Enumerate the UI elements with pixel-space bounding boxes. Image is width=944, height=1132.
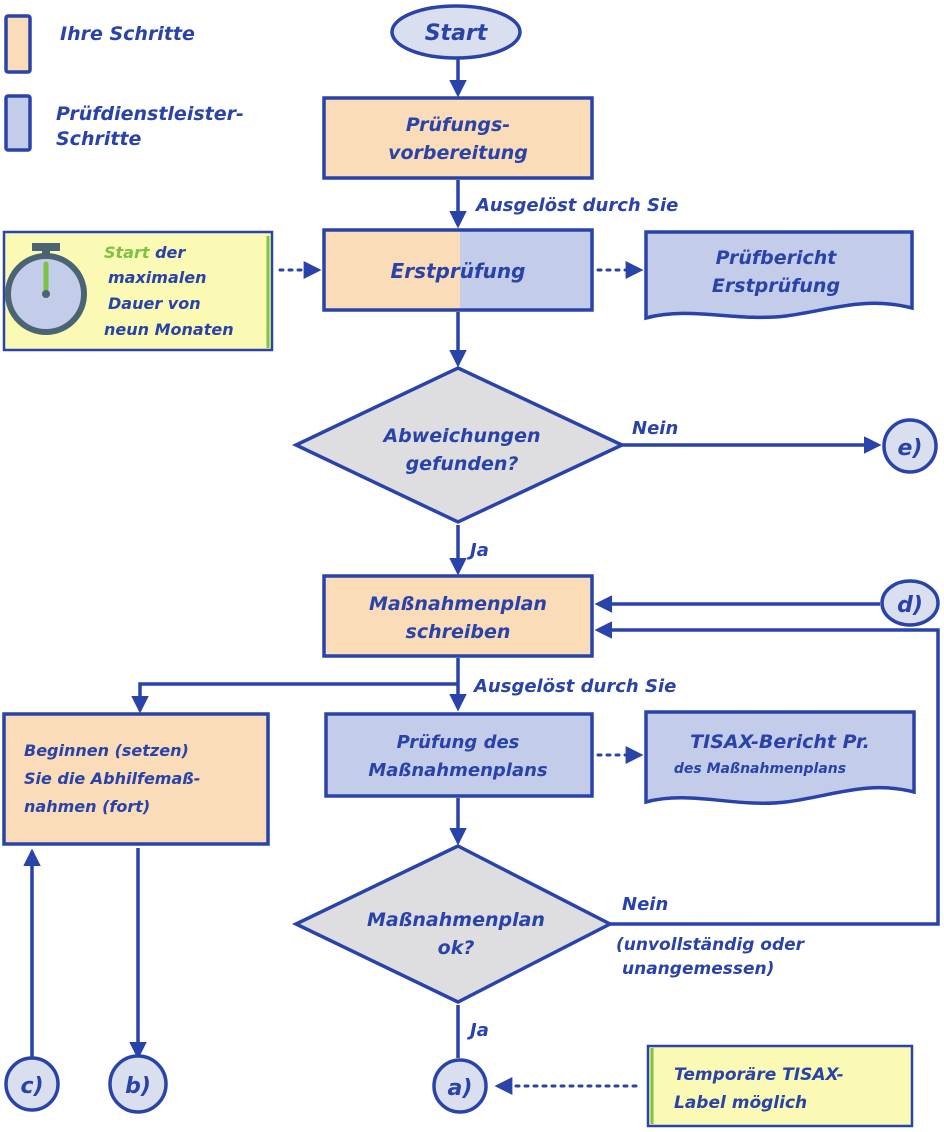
node-plan-ok-decision: Maßnahmenplan ok? <box>291 844 614 1004</box>
preparation-label-line2: vorbereitung <box>388 142 528 164</box>
edge-plan-remedy <box>131 682 458 714</box>
timer-note-line1: Start der <box>104 243 186 262</box>
connector-b: b) <box>108 1054 168 1114</box>
connector-a-label: a) <box>448 1076 473 1101</box>
preparation-box <box>322 96 594 180</box>
connector-e: e) <box>882 418 938 474</box>
edge-label-no-2: Nein <box>622 894 668 915</box>
plan-report-label-line2: des Maßnahmenplans <box>674 761 846 777</box>
plan-report-shape <box>644 710 916 806</box>
plan-review-label-line2: Maßnahmenplans <box>368 760 548 781</box>
node-temp-label-note: Temporäre TISAX- Label möglich <box>646 1044 914 1128</box>
node-deviation-decision: Abweichungen gefunden? <box>291 366 627 524</box>
connector-d: d) <box>880 579 940 627</box>
edge-label-triggered-1: Ausgelöst durch Sie <box>474 195 678 216</box>
initial-audit-border <box>322 228 594 312</box>
node-initial-report: Prüfbericht Erstprüfung <box>644 230 914 321</box>
plan-ok-decision-shape <box>291 844 614 1004</box>
temp-label-note-box <box>646 1044 914 1128</box>
timer-note-line2: maximalen <box>108 268 206 287</box>
deviation-decision-line1: Abweichungen <box>381 425 540 447</box>
initial-report-label-line1: Prüfbericht <box>716 247 838 269</box>
timer-note-start-word: Start <box>104 243 151 262</box>
timer-note-line4: neun Monaten <box>104 320 234 339</box>
legend-provider-label-line1: Prüfdienstleister- <box>56 103 244 125</box>
edge-label-no-2-note-2: unangemessen) <box>622 959 774 979</box>
legend-provider-swatch <box>4 94 32 152</box>
timer-note-line3: Dauer von <box>108 294 201 313</box>
edge-label-yes-1: Ja <box>467 540 489 561</box>
initial-report-shape <box>644 230 914 321</box>
remedy-label-line3: nahmen (fort) <box>24 797 150 816</box>
plan-report-label-line1: TISAX-Bericht Pr. <box>690 731 870 753</box>
edge-label-triggered-2: Ausgelöst durch Sie <box>472 676 676 697</box>
connector-e-label: e) <box>898 436 923 461</box>
legend-own-label: Ihre Schritte <box>60 23 195 45</box>
connector-b-label: b) <box>125 1074 151 1099</box>
start-label: Start <box>425 21 489 46</box>
remedy-label-line1: Beginnen (setzen) <box>24 741 189 760</box>
timer-note-der-word: der <box>150 243 187 262</box>
connector-c-label: c) <box>20 1074 43 1099</box>
plan-ok-decision-line2: ok? <box>438 937 475 959</box>
initial-audit-own-half <box>324 230 460 310</box>
plan-review-box <box>324 712 594 798</box>
temp-label-line2: Label möglich <box>674 1093 807 1113</box>
legend-own-swatch <box>4 14 32 74</box>
start-shape <box>390 4 522 60</box>
deviation-decision-line2: gefunden? <box>406 453 519 475</box>
edge-label-yes-2: Ja <box>467 1020 489 1041</box>
plan-review-label-line1: Prüfung des <box>397 732 520 753</box>
connector-a: a) <box>432 1058 488 1114</box>
deviation-decision-shape <box>291 366 627 524</box>
edges: Ausgelöst durch Sie Nein Ja Ausgelöst du… <box>23 58 940 1095</box>
node-remedy: Beginnen (setzen) Sie die Abhilfemaß- na… <box>2 712 270 846</box>
edge-label-no-2-note-1: (unvollständig oder <box>616 935 806 955</box>
connector-c: c) <box>4 1056 60 1112</box>
initial-report-label-line2: Erstprüfung <box>712 275 840 297</box>
legend: Ihre Schritte Prüfdienstleister- Schritt… <box>4 14 244 152</box>
legend-provider-label-line2: Schritte <box>56 128 142 150</box>
stopwatch-icon <box>5 243 87 335</box>
node-preparation: Prüfungs- vorbereitung <box>322 96 594 180</box>
node-plan-review: Prüfung des Maßnahmenplans <box>324 712 594 798</box>
edge-label-no-1: Nein <box>632 418 678 439</box>
preparation-label-line1: Prüfungs- <box>406 114 510 136</box>
edge-ok-no <box>594 621 940 926</box>
node-start: Start <box>390 4 522 60</box>
remedy-label-line2: Sie die Abhilfemaß- <box>24 769 200 788</box>
node-plan-report: TISAX-Bericht Pr. des Maßnahmenplans <box>644 710 916 806</box>
node-initial-audit: Erstprüfung <box>322 228 594 312</box>
remedy-box <box>2 712 270 846</box>
plan-ok-decision-line1: Maßnahmenplan <box>367 909 545 931</box>
connector-d-label: d) <box>897 593 923 618</box>
initial-audit-label: Erstprüfung <box>391 259 526 283</box>
node-timer-note: Start der maximalen Dauer von neun Monat… <box>2 230 274 352</box>
temp-label-line1: Temporäre TISAX- <box>674 1065 844 1085</box>
plan-write-box <box>322 574 594 658</box>
node-plan-write: Maßnahmenplan schreiben <box>322 574 594 658</box>
plan-write-label-line1: Maßnahmenplan <box>369 593 547 615</box>
initial-audit-provider-half <box>460 230 592 310</box>
plan-write-label-line2: schreiben <box>406 621 511 643</box>
